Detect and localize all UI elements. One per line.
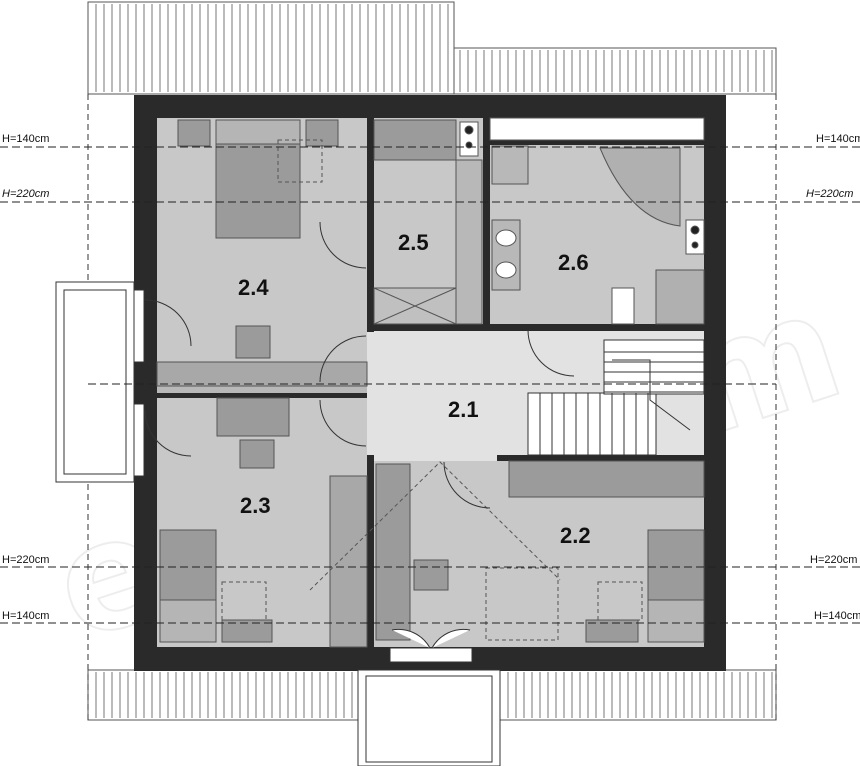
height-label-left-220-top: H=220cm (2, 188, 49, 200)
dashed-furniture-2-3 (221, 581, 267, 621)
height-label-right-140-bottom: H=140cm (814, 610, 860, 622)
bathroom-2-6 (489, 117, 705, 325)
room-label-2-3: 2.3 (240, 493, 271, 518)
staircase (527, 339, 705, 456)
room-label-2-1: 2.1 (448, 397, 479, 422)
height-label-right-140-top: H=140cm (816, 133, 860, 145)
furniture-room-2-2 (375, 460, 705, 643)
height-label-left-140-top: H=140cm (2, 133, 49, 145)
balcony-left (55, 281, 145, 483)
height-label-right-220-bottom: H=220cm (810, 554, 857, 566)
room-label-2-6: 2.6 (558, 250, 589, 275)
balcony-bottom (357, 628, 501, 766)
bed-room-2-4 (156, 119, 368, 387)
height-label-left-220-bottom: H=220cm (2, 554, 49, 566)
closet-room-2-5 (373, 119, 483, 325)
roof-top (87, 1, 777, 95)
dashed-furniture-2-2 (309, 461, 643, 641)
interior-walls (157, 118, 704, 647)
room-label-2-4: 2.4 (238, 275, 269, 300)
dashed-furniture-2-4 (277, 139, 323, 183)
room-label-2-2: 2.2 (560, 523, 591, 548)
door-swings (144, 221, 575, 509)
height-label-right-220-top: H=220cm (806, 188, 853, 200)
room-labels: 2.4 2.5 2.6 2.1 2.3 2.2 (238, 230, 591, 548)
height-labels: H=140cm H=140cm H=220cm H=220cm H=220cm … (2, 133, 860, 622)
height-lines (0, 146, 860, 624)
roof-bottom (87, 669, 777, 721)
room-label-2-5: 2.5 (398, 230, 429, 255)
height-label-left-140-bottom: H=140cm (2, 610, 49, 622)
